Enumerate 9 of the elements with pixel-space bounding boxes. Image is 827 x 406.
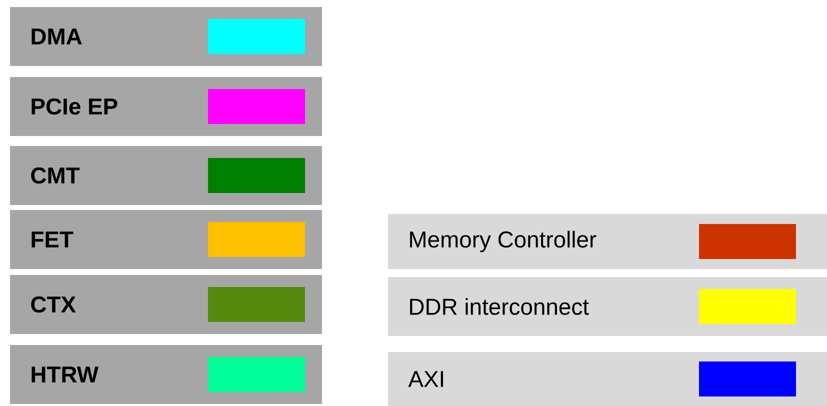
- legend-label: CMT: [31, 167, 80, 184]
- legend-label: FET: [32, 232, 74, 248]
- legend-label: Memory Controller: [410, 230, 596, 252]
- legend-label: PCIe EP: [32, 98, 118, 115]
- legend-label: AXI: [408, 371, 444, 387]
- legend-label: DDR interconnect: [410, 298, 589, 315]
- legend-label: CTX: [31, 296, 76, 313]
- legend-label: HTRW: [32, 366, 98, 382]
- legend-label: DMA: [32, 28, 82, 44]
